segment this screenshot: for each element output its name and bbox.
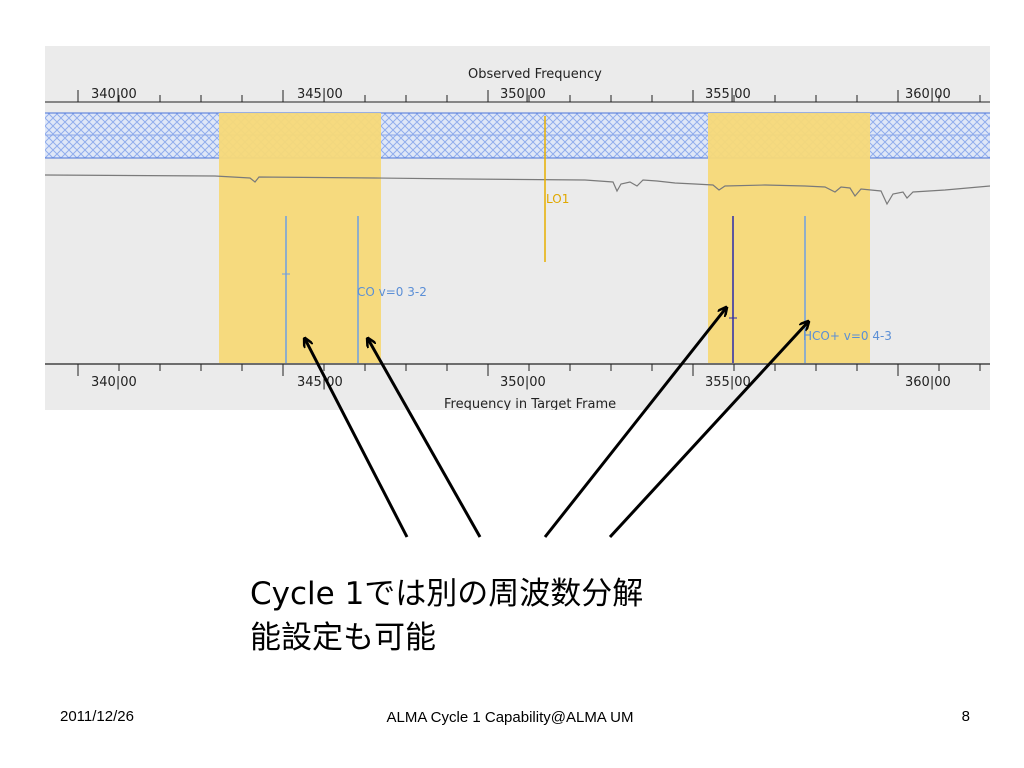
bottom-axis-title: Frequency in Target Frame bbox=[444, 397, 616, 410]
top-tick-label-4: 355|00 bbox=[705, 87, 751, 102]
top-axis-ticks bbox=[77, 90, 981, 102]
caption-line-2: 能設定も可能 bbox=[250, 620, 436, 656]
top-tick-label-2: 345|00 bbox=[297, 87, 343, 102]
spectral-window-1[interactable] bbox=[219, 113, 381, 363]
page-number: 8 bbox=[961, 708, 970, 725]
bottom-tick-label-5: 360|00 bbox=[905, 375, 951, 390]
caption-line-1: Cycle 1では別の周波数分解 bbox=[250, 576, 644, 612]
bottom-tick-label-1: 340|00 bbox=[91, 375, 137, 390]
top-tick-label-1: 340|00 bbox=[91, 87, 137, 102]
footer-title: ALMA Cycle 1 Capability@ALMA UM bbox=[386, 709, 634, 726]
bottom-tick-label-3: 350|00 bbox=[500, 375, 546, 390]
atmospheric-transmission-curve bbox=[45, 174, 990, 206]
top-tick-label-5: 360|00 bbox=[905, 87, 951, 102]
spectral-setup-plot: LO1 CO v=0 3-2 HCO+ v=0 4-3 Observed Fre… bbox=[45, 67, 990, 410]
bottom-tick-label-4: 355|00 bbox=[705, 375, 751, 390]
caption: Cycle 1では別の周波数分解 能設定も可能 bbox=[250, 572, 810, 660]
top-axis-title: Observed Frequency bbox=[468, 67, 602, 82]
top-tick-label-3: 350|00 bbox=[500, 87, 546, 102]
footer-date: 2011/12/26 bbox=[60, 708, 134, 725]
spectral-setup-panel: LO1 CO v=0 3-2 HCO+ v=0 4-3 Observed Fre… bbox=[45, 46, 990, 410]
hco-line-label: HCO+ v=0 4-3 bbox=[803, 329, 892, 343]
co-line-label: CO v=0 3-2 bbox=[357, 285, 427, 299]
lo1-label: LO1 bbox=[546, 192, 569, 206]
bottom-tick-label-2: 345|00 bbox=[297, 375, 343, 390]
